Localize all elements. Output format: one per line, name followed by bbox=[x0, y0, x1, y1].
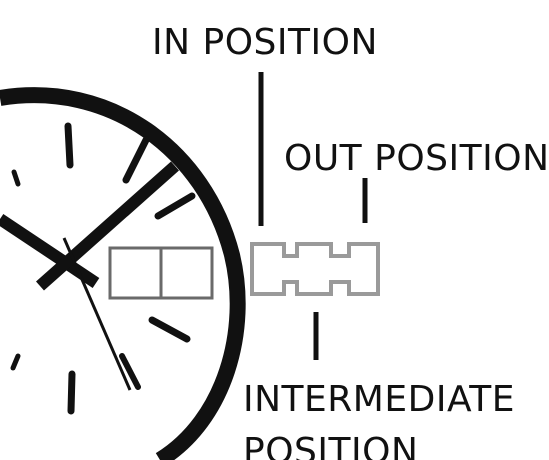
out-position-label: OUT POSITION bbox=[284, 138, 549, 179]
hour-marker bbox=[64, 122, 74, 169]
hour-marker bbox=[67, 370, 76, 415]
leader-lines bbox=[258, 72, 368, 360]
hour-marker bbox=[10, 353, 21, 371]
hour-marker bbox=[122, 136, 150, 184]
hour-marker bbox=[119, 353, 141, 390]
in-position-label: IN POSITION bbox=[152, 22, 378, 63]
crown-outline bbox=[250, 242, 380, 296]
hour-marker bbox=[11, 169, 21, 187]
hour-marker bbox=[154, 192, 196, 220]
hour-marker bbox=[148, 316, 191, 343]
intermediate-position-label-line2: POSITION bbox=[243, 431, 419, 460]
minute-hand bbox=[36, 161, 179, 291]
date-window bbox=[108, 246, 214, 300]
watch-hands bbox=[0, 161, 179, 391]
intermediate-position-label: INTERMEDIATE POSITION bbox=[243, 374, 515, 460]
hour-markers bbox=[10, 122, 196, 415]
intermediate-position-label-line1: INTERMEDIATE bbox=[243, 379, 516, 420]
second-hand bbox=[62, 237, 132, 391]
watch-case-outline bbox=[0, 87, 246, 460]
